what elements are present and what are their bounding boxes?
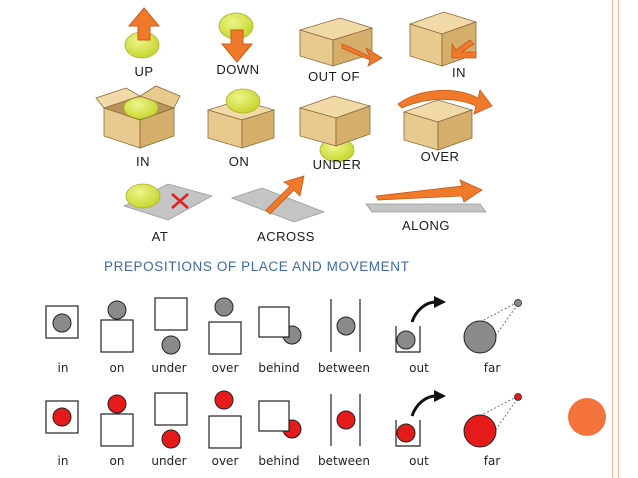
diagram-row-gray xyxy=(45,296,522,355)
label-in-2: IN xyxy=(136,154,150,169)
row2-label-between: between xyxy=(318,454,370,468)
in-illustration-2 xyxy=(95,85,181,149)
along-illustration xyxy=(365,179,487,213)
label-out-of: OUT OF xyxy=(308,69,360,84)
label-in-1: IN xyxy=(452,65,466,80)
slide-border-line-left xyxy=(612,0,613,478)
label-along: ALONG xyxy=(401,218,451,233)
row2-label-under: under xyxy=(151,454,187,468)
out-of-illustration xyxy=(298,17,383,67)
down-illustration xyxy=(218,12,254,63)
row1-label-in: in xyxy=(57,361,69,375)
over-illustration xyxy=(397,89,493,151)
slide-decoration-dot xyxy=(568,398,606,436)
row2-label-far: far xyxy=(483,454,501,468)
label-on: ON xyxy=(228,154,250,169)
label-across: ACROSS xyxy=(257,229,315,244)
row1-label-behind: behind xyxy=(258,361,300,375)
label-under: UNDER xyxy=(312,157,362,172)
row1-label-far: far xyxy=(483,361,501,375)
row1-label-on: on xyxy=(109,361,125,375)
row1-label-under: under xyxy=(151,361,187,375)
row1-label-between: between xyxy=(318,361,370,375)
diagram-row-red xyxy=(45,390,522,449)
label-at: AT xyxy=(151,229,169,244)
in-illustration-1 xyxy=(408,11,478,67)
slide-border-line-right xyxy=(618,0,619,478)
row2-label-in: in xyxy=(57,454,69,468)
label-up: UP xyxy=(134,64,154,79)
row1-label-out: out xyxy=(409,361,429,375)
on-illustration xyxy=(206,88,276,149)
section-heading: PREPOSITIONS OF PLACE AND MOVEMENT xyxy=(104,259,410,274)
row2-label-over: over xyxy=(211,454,239,468)
prepositions-illustration xyxy=(95,7,493,223)
label-over: OVER xyxy=(420,149,460,164)
row1-label-over: over xyxy=(211,361,239,375)
up-illustration xyxy=(124,7,161,59)
under-illustration xyxy=(298,95,372,163)
label-down: DOWN xyxy=(216,62,260,77)
row2-label-out: out xyxy=(409,454,429,468)
row2-label-on: on xyxy=(109,454,125,468)
row2-label-behind: behind xyxy=(258,454,300,468)
across-illustration xyxy=(230,175,326,223)
at-illustration xyxy=(122,183,214,221)
